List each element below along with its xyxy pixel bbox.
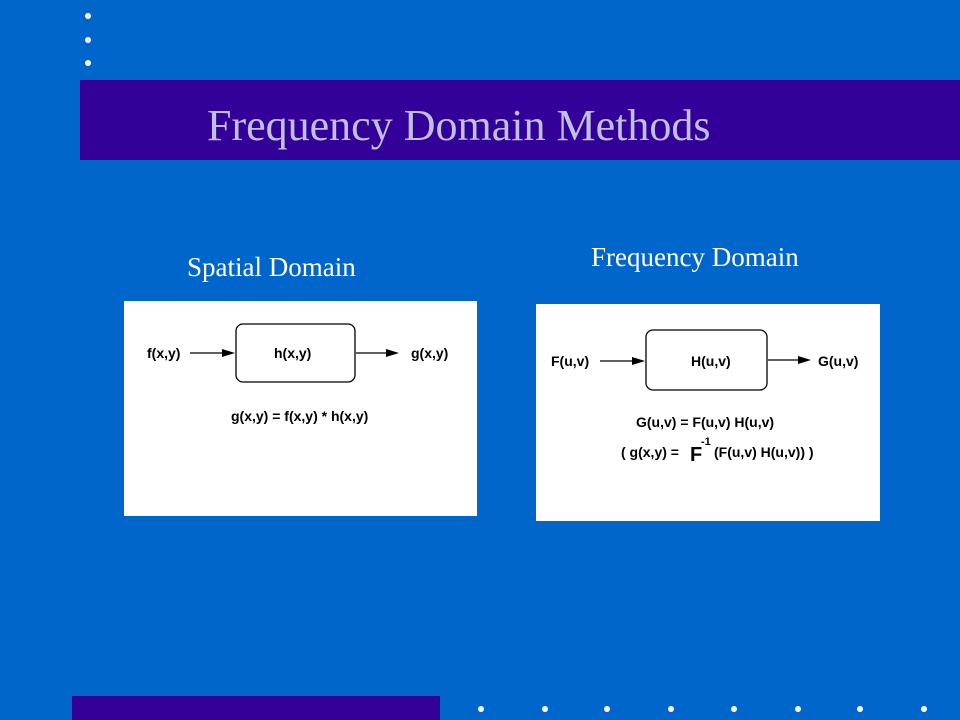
convolution-equation: g(x,y) = f(x,y) * h(x,y) <box>231 408 368 424</box>
bullet-dot <box>85 37 91 43</box>
inverse-transform-operator: F <box>690 444 702 466</box>
spatial-domain-diagram: f(x,y) h(x,y) g(x,y) g(x,y) = f(x,y) * h… <box>124 301 477 516</box>
system-box <box>235 323 356 383</box>
input-spectrum-label: F(u,v) <box>551 353 589 369</box>
bullet-dot <box>731 706 737 712</box>
bottom-bar <box>72 696 440 720</box>
input-arrowhead <box>222 349 235 357</box>
inverse-prefix: ( g(x,y) = <box>621 444 679 460</box>
bullet-dot <box>85 13 91 19</box>
bullet-dot <box>857 706 863 712</box>
output-signal-label: g(x,y) <box>411 345 448 361</box>
bullet-dot <box>604 706 610 712</box>
frequency-domain-diagram: F(u,v) H(u,v) G(u,v) G(u,v) = F(u,v) H(u… <box>536 304 880 521</box>
bullet-dot <box>85 60 91 66</box>
output-arrowhead <box>386 349 399 357</box>
spatial-diagram-svg: f(x,y) h(x,y) g(x,y) g(x,y) = f(x,y) * h… <box>147 323 448 424</box>
output-spectrum-label: G(u,v) <box>818 353 858 369</box>
product-equation: G(u,v) = F(u,v) H(u,v) <box>636 414 774 430</box>
output-arrowhead <box>798 356 811 364</box>
spatial-domain-heading: Spatial Domain <box>187 252 356 282</box>
frequency-diagram-svg: F(u,v) H(u,v) G(u,v) G(u,v) = F(u,v) H(u… <box>551 329 858 466</box>
frequency-domain-heading: Frequency Domain <box>591 242 799 272</box>
system-box <box>645 329 768 391</box>
system-label: h(x,y) <box>274 345 311 361</box>
input-arrowhead <box>632 357 645 365</box>
input-signal-label: f(x,y) <box>147 345 180 361</box>
bullet-dot <box>478 706 484 712</box>
inverse-suffix: (F(u,v) H(u,v)) ) <box>714 444 814 460</box>
transfer-function-label: H(u,v) <box>691 353 731 369</box>
bullet-dot <box>668 706 674 712</box>
bullet-dot <box>921 706 927 712</box>
bullet-dot <box>542 706 548 712</box>
title-bar <box>80 80 960 160</box>
bullet-dot <box>795 706 801 712</box>
slide-title: Frequency Domain Methods <box>207 101 711 150</box>
inverse-exponent: -1 <box>701 436 711 448</box>
